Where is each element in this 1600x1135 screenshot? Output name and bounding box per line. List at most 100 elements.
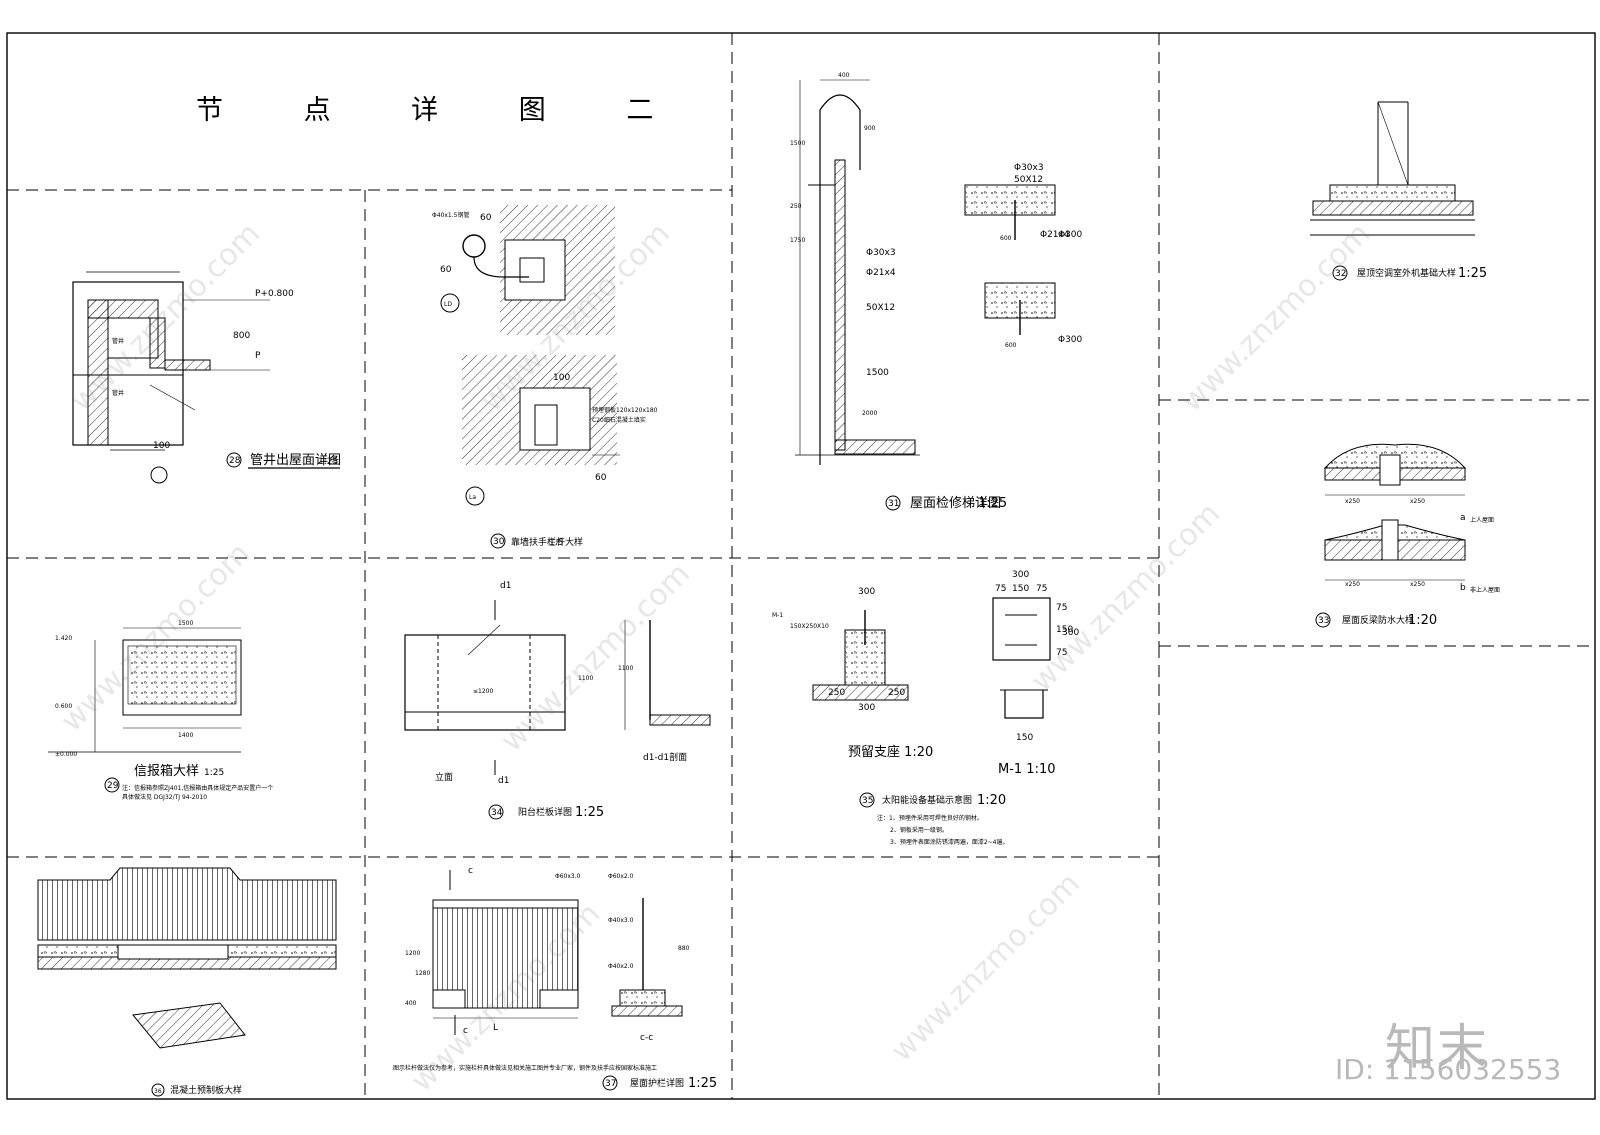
d35-m1-75b: 75 <box>1036 584 1047 594</box>
d37-dim-400: 400 <box>405 1000 417 1007</box>
d34-number-circle <box>488 804 504 820</box>
d31-label-1500: 1500 <box>866 368 889 378</box>
d28-label-shaft-1: 管井 <box>112 337 124 345</box>
d35-m1-tag: M-1 <box>772 612 783 619</box>
d30-dim-60c: 60 <box>595 473 607 483</box>
d35-caption: 太阳能设备基础示意图 <box>882 794 972 806</box>
d34-cut-bottom: d1 <box>498 776 509 786</box>
d33-mark-a: a <box>1460 513 1466 523</box>
d33-number: 33 <box>1318 616 1329 626</box>
d30-number-circle <box>490 533 506 549</box>
d35-number: 35 <box>862 796 873 806</box>
d35-dim-top-300: 300 <box>858 587 875 597</box>
d37-label-top-rail: Φ60x3.0 <box>555 873 581 880</box>
d33-number-circle <box>1315 612 1331 628</box>
d37-cut-bottom: c <box>463 1026 468 1036</box>
d28-caption: 管井出屋面详图 <box>250 453 341 468</box>
d37-label-rail-c: Φ40x2.0 <box>608 963 634 970</box>
detail-31-drawing <box>795 79 1056 465</box>
d29-caption: 信报箱大样 <box>134 763 199 779</box>
d29-dim-1400: 1400 <box>178 732 193 739</box>
d31-dim-900: 900 <box>864 125 876 132</box>
d37-cut-top: c <box>468 866 473 876</box>
detail-32-drawing <box>1310 101 1475 236</box>
d31-dim-1500: 1500 <box>790 140 805 147</box>
d31-dim-400: 400 <box>838 72 850 79</box>
d35-m1-size: 150X250X10 <box>790 623 829 630</box>
d28-label-p0800: P+0.800 <box>255 289 294 299</box>
d37-number-circle <box>602 1075 618 1091</box>
d31-scale: 1:25 <box>978 496 1007 511</box>
d33-dim-a: x250 <box>1345 498 1360 505</box>
d29-number-circle <box>104 777 120 793</box>
d37-label-post: Φ60x2.0 <box>608 873 634 880</box>
d31-sec-flat: 50X12 <box>1014 175 1043 185</box>
detail-37-drawing <box>432 870 683 1035</box>
d33-mark-b: b <box>1460 583 1466 593</box>
d28-label-p: P <box>255 351 261 361</box>
d28-number: 28 <box>229 456 241 466</box>
d32-number-circle <box>1332 265 1348 281</box>
d37-scale: 1:25 <box>688 1076 717 1091</box>
d35-dim-250a: 250 <box>828 688 845 698</box>
d31-sec-phi300-b: Φ300 <box>1058 335 1083 345</box>
d29-level-3: ±0.000 <box>55 751 77 758</box>
d31-dim-1750: 1750 <box>790 237 805 244</box>
d31-sec-bar-b: Φ21x4 <box>1040 230 1070 240</box>
d37-dim-1200: 1200 <box>405 950 420 957</box>
d31-sec-bar-a: Φ30x3 <box>1014 163 1044 173</box>
d35-note-2: 2、钢板采用一级钢。 <box>890 826 948 834</box>
d37-label-rail-b: Φ40x3.0 <box>608 917 634 924</box>
d31-label-bar-b: Φ21x4 <box>866 268 896 278</box>
d37-dim-1280: 1280 <box>415 970 430 977</box>
d34-label-section: d1-d1剖面 <box>643 751 687 763</box>
d33-dim-b: x250 <box>1410 498 1425 505</box>
d33-label-roof-a: 上人屋面 <box>1470 516 1494 524</box>
d34-number: 34 <box>491 808 503 818</box>
d34-dim-1100a: 1100 <box>578 675 593 682</box>
d31-label-flat: 50X12 <box>866 303 895 313</box>
detail-28-drawing <box>72 271 270 484</box>
d35-scale: 1:20 <box>977 793 1006 808</box>
brand-logo: 知末 <box>1385 1019 1489 1077</box>
d29-dim-1500: 1500 <box>178 620 193 627</box>
d31-sec-600a: 600 <box>1000 235 1012 242</box>
d35-m1-150: 150 <box>1012 584 1029 594</box>
d32-number: 32 <box>1335 269 1346 279</box>
d37-dim-880: 880 <box>678 945 690 952</box>
d29-scale: 1:25 <box>204 768 224 778</box>
d34-cut-top: d1 <box>500 581 511 591</box>
d32-caption: 屋顶空调室外机基础大样 <box>1357 267 1456 279</box>
d35-note-1: 注：1、预埋件采用可焊性良好的钢材。 <box>877 814 983 822</box>
sheet-title: 节 点 详 图 二 <box>196 95 690 126</box>
d33-scale: 1:20 <box>1408 613 1437 628</box>
d31-number: 31 <box>888 499 899 509</box>
sheet-border <box>6 32 1596 1100</box>
drawing-id: ID: 1156032553 <box>1335 1053 1562 1086</box>
d35-m1-150b: 150 <box>1016 733 1033 743</box>
d36-number: 36 <box>154 1088 162 1095</box>
detail-36-drawing <box>37 867 337 1049</box>
d31-caption: 屋面检修梯详图 <box>910 496 1001 511</box>
d37-number: 37 <box>605 1079 616 1089</box>
d30-label-plate: 预埋钢板120x120x180 <box>592 406 658 414</box>
d28-label-shaft-2: 管井 <box>112 389 124 397</box>
d28-dim-100: 100 <box>153 441 170 451</box>
d33-label-roof-b: 非上人屋面 <box>1470 586 1500 594</box>
d35-m1-v150: 150 <box>1056 625 1073 635</box>
d35-m1-v300: 300 <box>1062 628 1079 638</box>
d37-section-label: c-c <box>640 1033 653 1043</box>
d30-scale: 1:5 <box>549 538 563 548</box>
d37-note: 图示栏杆做法仅为参考，实施栏杆具体做法见相关施工图并专业厂家，钢件及扶手应按国家… <box>393 1064 657 1072</box>
d35-sub-caption-2: M-1 1:10 <box>998 762 1056 777</box>
d35-dim-300: 300 <box>858 703 875 713</box>
detail-29-drawing <box>48 627 242 753</box>
d35-m1-300: 300 <box>1012 570 1029 580</box>
d33-dim-c: x250 <box>1345 581 1360 588</box>
d35-m1-75a: 75 <box>995 584 1006 594</box>
d31-label-bar-a: Φ30x3 <box>866 248 896 258</box>
d28-dim-800: 800 <box>233 331 250 341</box>
d31-sec-600b: 600 <box>1005 342 1017 349</box>
